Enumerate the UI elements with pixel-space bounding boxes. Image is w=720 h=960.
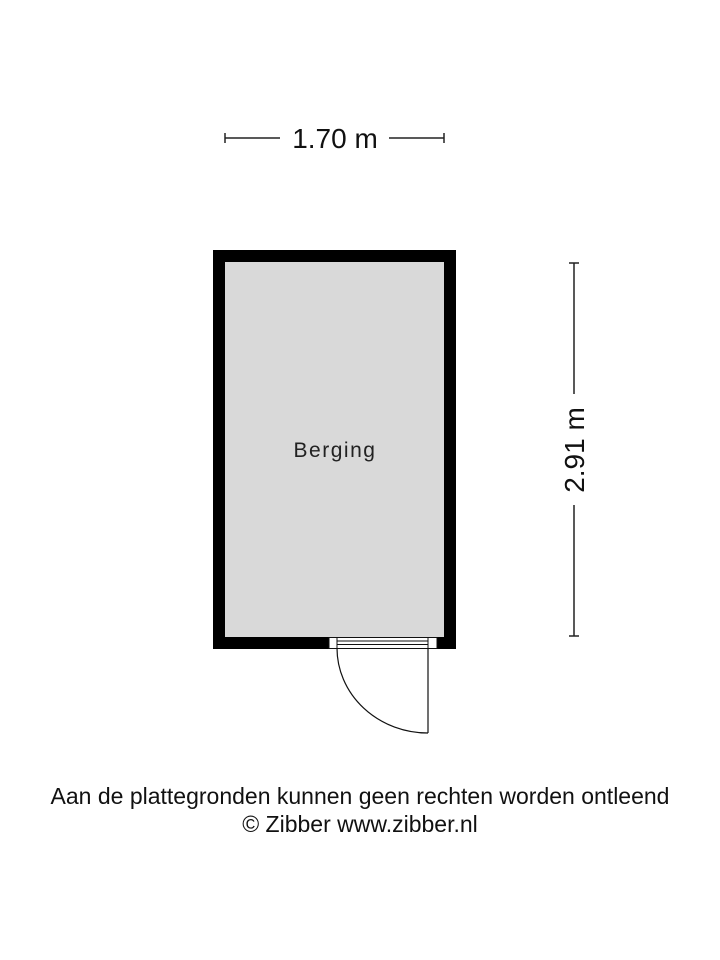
room-berging <box>225 262 444 637</box>
width-dimension-label: 1.70 m <box>292 123 378 154</box>
walls <box>213 250 456 649</box>
height-dimension: 2.91 m <box>559 262 590 637</box>
door <box>328 637 438 734</box>
room-label-berging: Berging <box>294 439 377 462</box>
width-dimension: 1.70 m <box>224 123 445 154</box>
disclaimer-text: Aan de plattegronden kunnen geen rechten… <box>50 783 670 809</box>
height-dimension-label: 2.91 m <box>559 407 590 493</box>
copyright-text: © Zibber www.zibber.nl <box>242 811 478 837</box>
